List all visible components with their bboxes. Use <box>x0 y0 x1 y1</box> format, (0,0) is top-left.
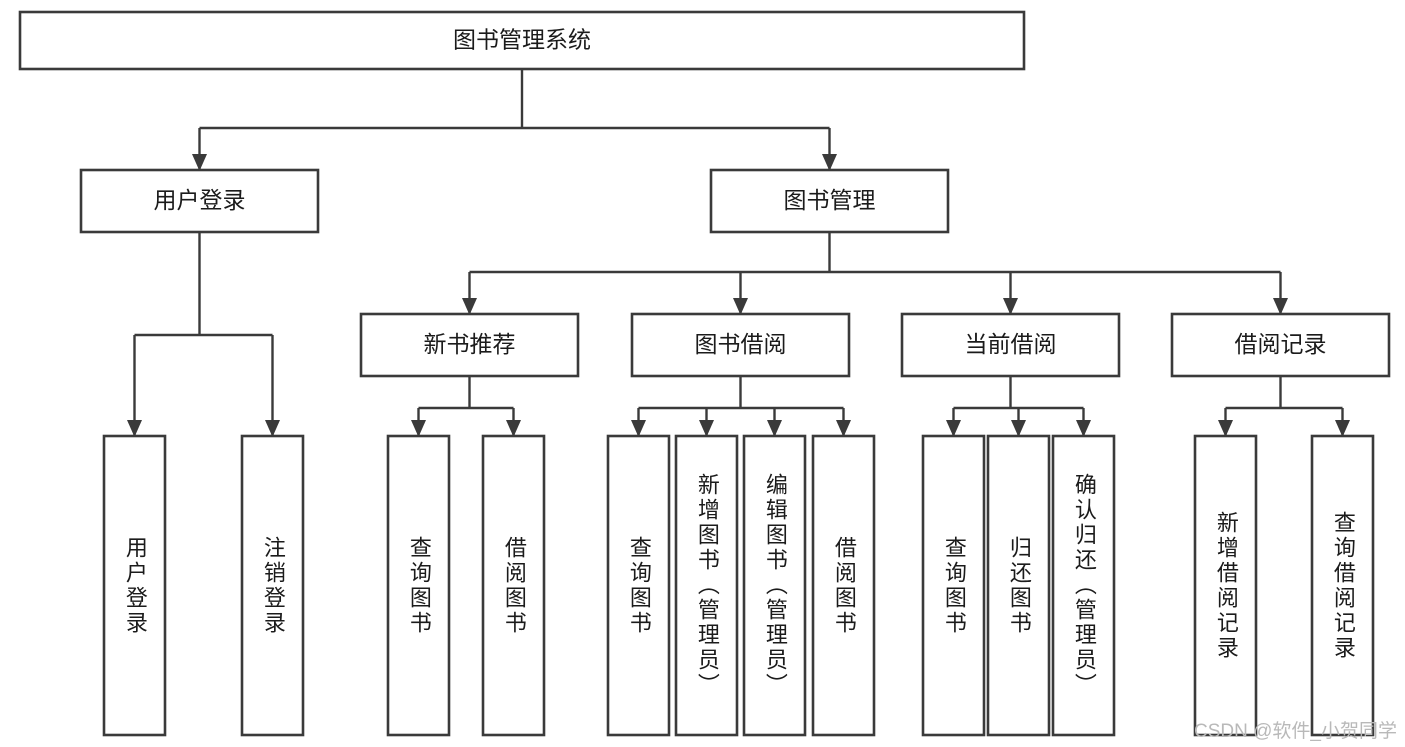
arrow-head-icon <box>1076 420 1091 437</box>
node-label-vertical: 查询图书 <box>626 535 652 636</box>
arrow-head-icon <box>462 298 477 315</box>
arrow-head-icon <box>1273 298 1288 315</box>
connector-layer <box>127 69 1350 437</box>
node-leaf-1[interactable] <box>240 434 305 737</box>
node-leaf-3[interactable] <box>481 434 546 737</box>
node-label-vertical: 借阅图书 <box>501 535 527 636</box>
node-level2-0[interactable] <box>79 168 320 234</box>
node-leaf-2[interactable] <box>386 434 451 737</box>
arrow-head-icon <box>733 298 748 315</box>
node-label: 图书借阅 <box>695 331 787 357</box>
arrow-head-icon <box>767 420 782 437</box>
node-label-vertical: 查询图书 <box>406 535 432 636</box>
arrow-head-icon <box>699 420 714 437</box>
node-label: 新书推荐 <box>424 331 516 357</box>
watermark-text: CSDN @软件_小贺同学 <box>1194 721 1397 742</box>
node-leaf-8[interactable] <box>921 434 986 737</box>
node-leaf-0[interactable] <box>102 434 167 737</box>
arrow-head-icon <box>411 420 426 437</box>
node-label: 图书管理 <box>784 187 876 213</box>
node-level3-2[interactable] <box>900 312 1121 378</box>
node-label-vertical: 编辑图书（管理员） <box>762 473 788 698</box>
node-leaf-4[interactable] <box>606 434 671 737</box>
arrow-head-icon <box>1011 420 1026 437</box>
arrow-head-icon <box>836 420 851 437</box>
node-leaf-5[interactable] <box>674 434 739 737</box>
node-level3-0[interactable] <box>359 312 580 378</box>
arrow-head-icon <box>1218 420 1233 437</box>
arrow-head-icon <box>946 420 961 437</box>
node-label-vertical: 新增借阅记录 <box>1213 510 1239 661</box>
node-leaf-12[interactable] <box>1310 434 1375 737</box>
node-label-vertical: 借阅图书 <box>831 535 857 636</box>
arrow-head-icon <box>265 420 280 437</box>
node-leaf-11[interactable] <box>1193 434 1258 737</box>
arrow-head-icon <box>192 154 207 171</box>
arrow-head-icon <box>822 154 837 171</box>
arrow-head-icon <box>1335 420 1350 437</box>
node-label: 用户登录 <box>154 187 246 213</box>
node-label-vertical: 查询借阅记录 <box>1330 510 1356 661</box>
arrow-head-icon <box>127 420 142 437</box>
node-box-layer <box>18 10 1391 737</box>
node-label-vertical: 查询图书 <box>941 535 967 636</box>
node-label-vertical: 新增图书（管理员） <box>694 473 720 698</box>
node-leaf-7[interactable] <box>811 434 876 737</box>
node-label-vertical: 确认归还（管理员） <box>1071 473 1097 698</box>
node-level3-1[interactable] <box>630 312 851 378</box>
arrow-head-icon <box>1003 298 1018 315</box>
node-label: 借阅记录 <box>1235 331 1327 357</box>
node-leaf-10[interactable] <box>1051 434 1116 737</box>
node-root[interactable] <box>18 10 1026 71</box>
node-label: 图书管理系统 <box>453 27 591 53</box>
arrow-head-icon <box>506 420 521 437</box>
node-level2-1[interactable] <box>709 168 950 234</box>
node-level3-3[interactable] <box>1170 312 1391 378</box>
node-leaf-6[interactable] <box>742 434 807 737</box>
arrow-head-icon <box>631 420 646 437</box>
node-label-vertical: 注销登录 <box>260 535 286 636</box>
node-label: 当前借阅 <box>965 331 1057 357</box>
node-leaf-9[interactable] <box>986 434 1051 737</box>
node-label-vertical: 用户登录 <box>122 535 148 636</box>
node-label-vertical: 归还图书 <box>1006 535 1032 636</box>
